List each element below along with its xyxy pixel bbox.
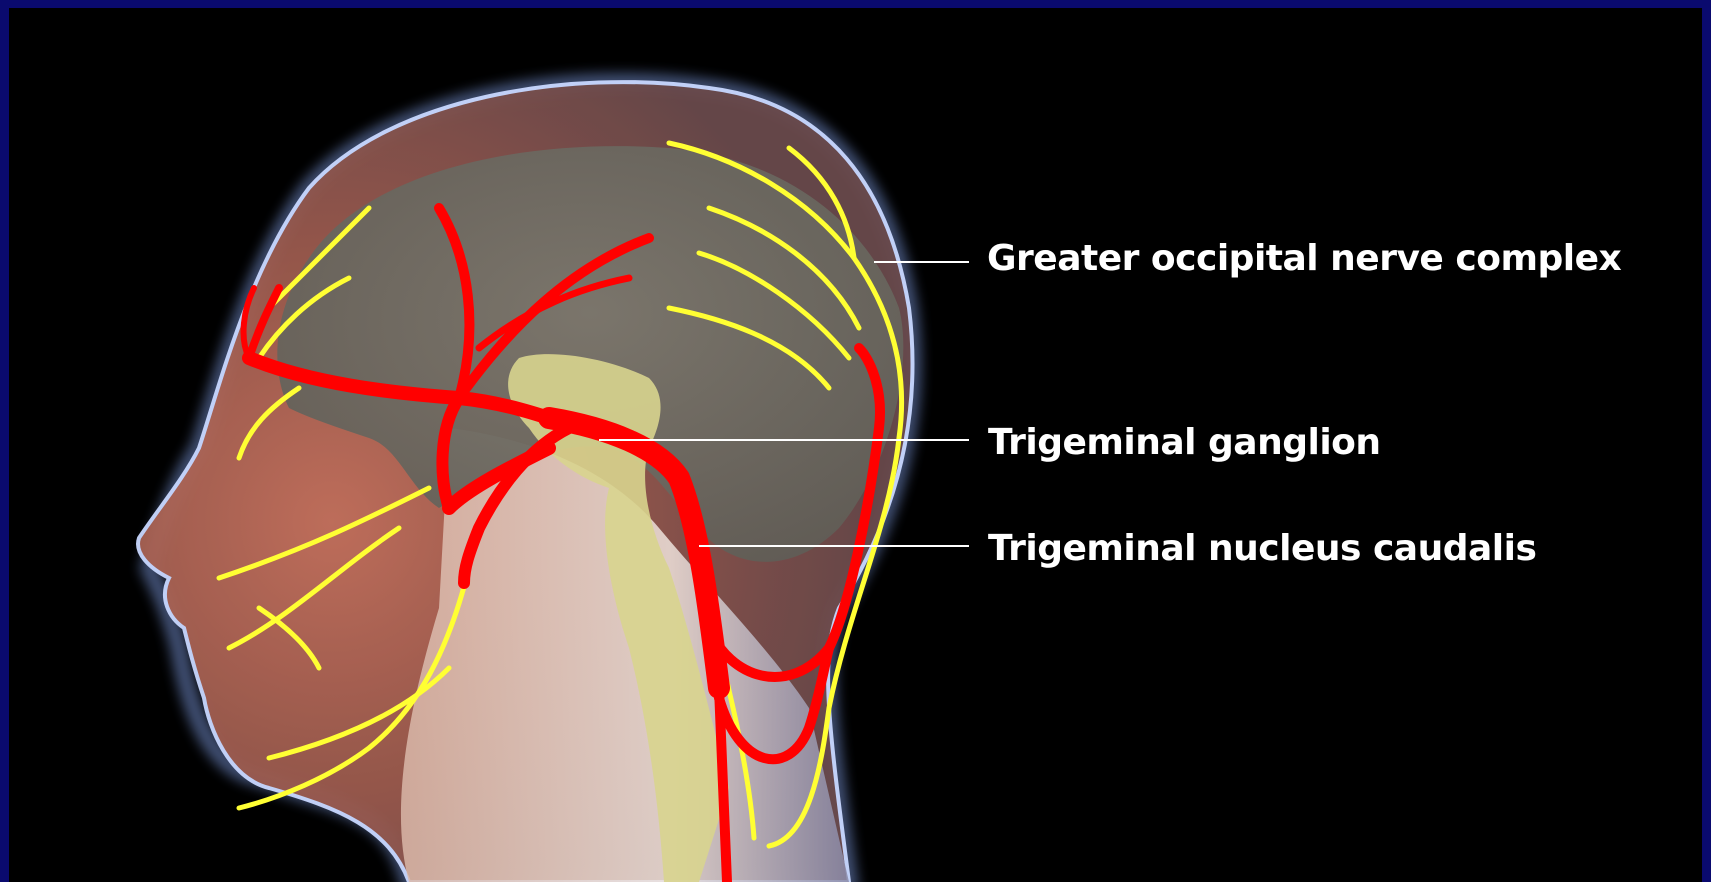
- diagram-frame: Greater occipital nerve complex Trigemin…: [9, 8, 1702, 882]
- head-anatomy-illustration: [9, 8, 1702, 882]
- label-trigeminal-nucleus-caudalis: Trigeminal nucleus caudalis: [988, 528, 1536, 569]
- label-trigeminal-ganglion: Trigeminal ganglion: [988, 422, 1381, 463]
- label-greater-occipital-nerve-complex: Greater occipital nerve complex: [987, 238, 1621, 279]
